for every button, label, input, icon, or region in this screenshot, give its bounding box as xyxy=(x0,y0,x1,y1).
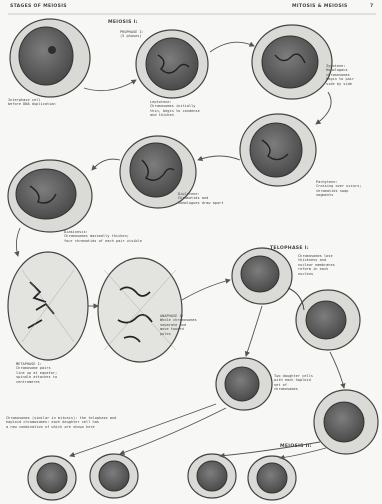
label-leptotene: Leptotene: Chromosomes initially thin, b… xyxy=(150,100,200,118)
page-header-left: STAGES OF MEIOSIS xyxy=(10,4,67,9)
label-anaphase-1: ANAPHASE I: Whole chromosomes separate a… xyxy=(160,314,197,336)
cell-zygotene xyxy=(252,25,332,99)
label-prophase-1: PROPHASE I: (5 phases) xyxy=(120,30,144,39)
cell-pachytene xyxy=(240,114,316,186)
page-number: 7 xyxy=(370,4,374,9)
cell-daughter-a xyxy=(216,358,272,410)
cell-interphase xyxy=(10,19,90,97)
heading-telophase-1: TELOPHASE I: xyxy=(270,246,309,251)
label-telophase-1: Chromosomes lose thickness and nuclear m… xyxy=(298,254,335,276)
label-diakinesis: Diakinesis: Chromosomes maximally thicke… xyxy=(64,230,142,243)
cell-meiosis2-3 xyxy=(188,454,236,498)
cell-anaphase-1 xyxy=(98,258,182,362)
label-zygotene: Zygotene: Homologous chromosomes begin t… xyxy=(326,64,354,86)
cell-meiosis2-4 xyxy=(248,456,296,500)
cell-prophase-leptotene xyxy=(136,30,208,98)
heading-meiosis-1: MEIOSIS I: xyxy=(108,20,138,25)
page-header-right: MITOSIS & MEIOSIS xyxy=(292,4,348,9)
heading-meiosis-2: MEIOSIS II: xyxy=(280,444,312,449)
label-interphase: Interphase cell before DNA duplication xyxy=(8,98,56,107)
cell-meiosis2-2 xyxy=(90,454,138,498)
cell-diakinesis xyxy=(8,160,92,232)
label-pachytene: Pachytene: Crossing over occurs; chromat… xyxy=(316,180,361,198)
cell-metaphase-1 xyxy=(8,252,88,360)
label-daughter-cells: Two daughter cells with each haploid set… xyxy=(274,374,313,392)
label-diplotene: Diplotene: Chromatids and homologues dra… xyxy=(178,192,223,205)
cell-meiosis2-1 xyxy=(28,456,76,500)
label-metaphase-1: METAPHASE I: Chromosome pairs line up at… xyxy=(16,362,57,384)
label-summary: Chromosomes (similar in mitosis): the te… xyxy=(6,416,116,429)
cell-telophase-1 xyxy=(232,248,360,350)
cell-daughter-b xyxy=(314,390,378,454)
